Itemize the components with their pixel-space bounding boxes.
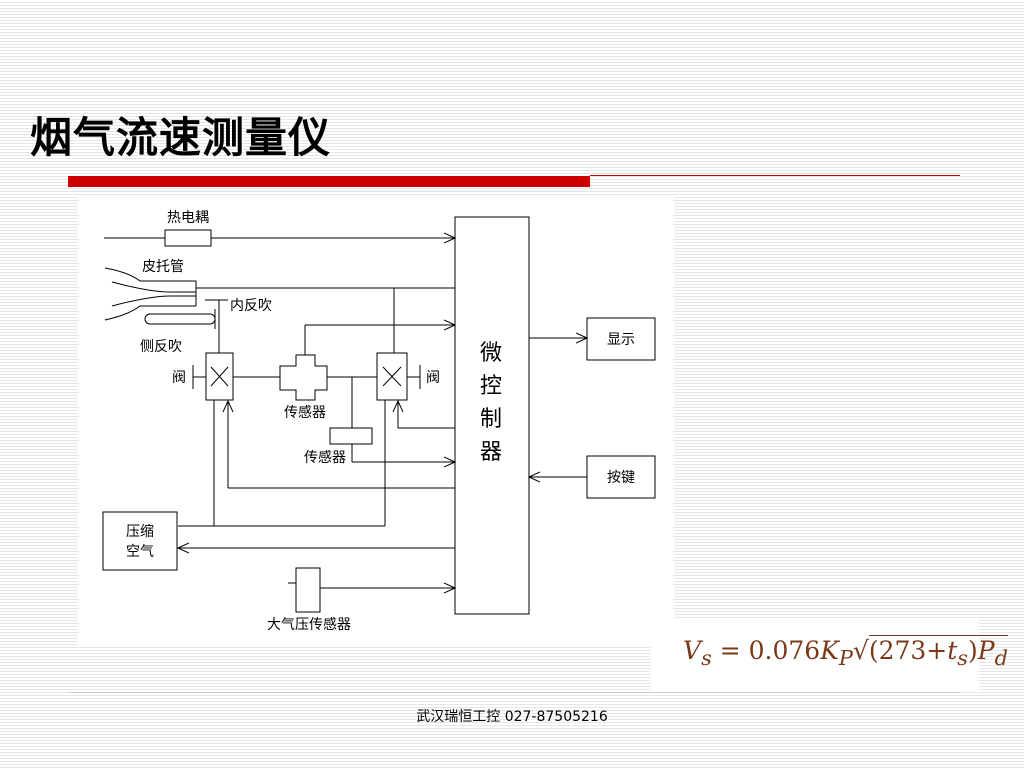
formula-equals: = 0.076 — [711, 636, 821, 665]
formula-panel: Vs = 0.076KP√(273+ts)Pd — [651, 620, 1008, 690]
label-pitot-tube: 皮托管 — [142, 259, 184, 275]
formula-radicand: (273+ts)Pd — [868, 635, 1008, 670]
title-underline-bar — [68, 176, 590, 187]
formula-open: (273+ — [868, 636, 948, 665]
velocity-formula: Vs = 0.076KP√(273+ts)Pd — [683, 635, 1008, 670]
label-side-blowback: 侧反吹 — [140, 339, 182, 355]
label-valve-left: 阀 — [172, 370, 186, 386]
label-compressed-1: 压缩 — [126, 524, 154, 540]
footer-divider — [68, 692, 960, 693]
pitot-tube — [104, 267, 216, 329]
label-thermocouple: 热电耦 — [167, 210, 209, 226]
formula-v: V — [683, 636, 702, 665]
formula-p-sub: d — [994, 646, 1008, 670]
label-inner-blowback: 内反吹 — [230, 298, 272, 314]
compressed-air-box — [102, 511, 178, 571]
label-valve-right: 阀 — [426, 370, 440, 386]
formula-t-sub: s — [957, 646, 968, 670]
formula-t: t — [947, 636, 958, 665]
formula-v-sub: s — [701, 646, 712, 670]
label-display: 显示 — [607, 332, 635, 348]
label-sensor-1: 传感器 — [284, 404, 326, 421]
side-blowback-tube — [144, 313, 216, 325]
title-underline-rule — [590, 175, 960, 176]
label-mcu-2: 控 — [480, 374, 502, 399]
label-mcu-1: 微 — [480, 341, 502, 366]
formula-k-sub: P — [838, 646, 853, 670]
thermocouple-signal — [104, 229, 455, 247]
label-keys: 按键 — [607, 470, 635, 486]
label-atm-sensor: 大气压传感器 — [267, 616, 351, 633]
thermocouple-resistor — [164, 229, 212, 247]
label-compressed-2: 空气 — [126, 544, 154, 560]
formula-p: P — [977, 636, 995, 665]
slide-title: 烟气流速测量仪 — [30, 113, 332, 162]
diff-pressure-sensor — [279, 354, 328, 401]
flow-meter-block-diagram: 热电耦 皮托管 内反吹 侧反吹 阀 阀 传感器 传感器 微 控 制 器 显示 按… — [78, 196, 674, 646]
label-mcu-4: 器 — [480, 440, 502, 465]
diagram-svg: 热电耦 皮托管 内反吹 侧反吹 阀 阀 传感器 传感器 微 控 制 器 显示 按… — [102, 210, 656, 633]
atm-pressure-sensor — [295, 567, 321, 613]
microcontroller-box — [454, 216, 530, 615]
static-pressure-sensor — [329, 427, 373, 445]
footer-contact: 武汉瑞恒工控 027-87505216 — [416, 709, 608, 725]
formula-sqrt: √ — [852, 636, 869, 665]
label-mcu-3: 制 — [480, 407, 502, 432]
formula-close: ) — [968, 636, 978, 665]
keys-box — [586, 455, 656, 499]
display-box — [586, 317, 656, 361]
label-sensor-2: 传感器 — [304, 449, 346, 466]
formula-k: K — [820, 636, 839, 665]
